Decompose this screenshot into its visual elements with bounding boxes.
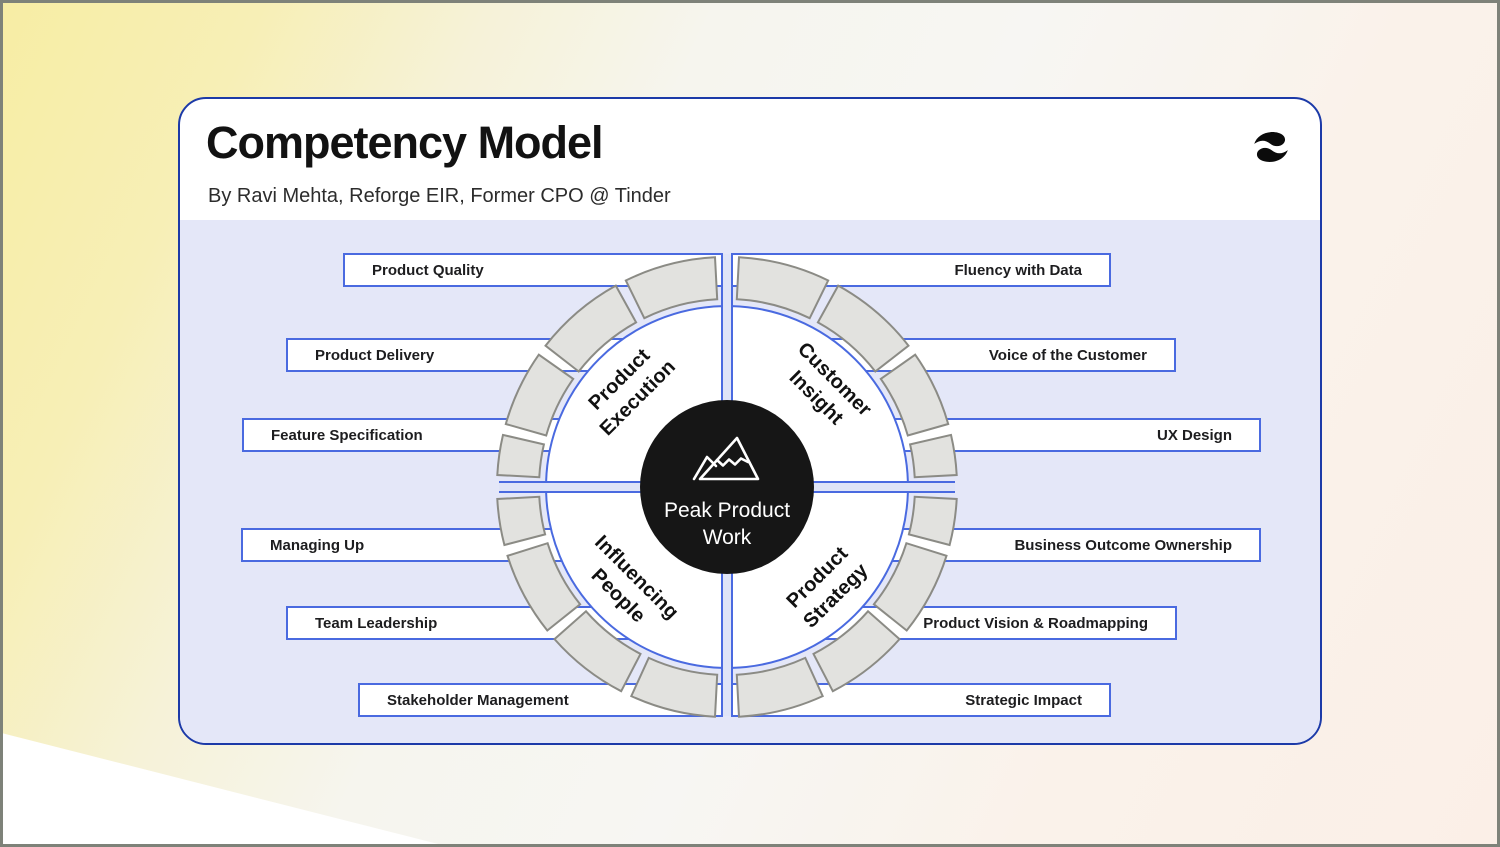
ring-segment [816, 284, 910, 373]
ring-segment [544, 284, 638, 373]
label-strategic-impact: Strategic Impact [965, 692, 1082, 709]
label-stakeholder-management: Stakeholder Management [387, 692, 569, 709]
ring-segment [506, 541, 582, 632]
ring-segment [504, 353, 575, 437]
label-feature-specification: Feature Specification [271, 427, 423, 444]
card-header: Competency Model By Ravi Mehta, Reforge … [180, 99, 1320, 219]
label-voice-of-the-customer: Voice of the Customer [989, 347, 1147, 364]
ring-segment [908, 433, 958, 479]
mountain-icon [692, 436, 760, 481]
ring-segment [872, 541, 948, 632]
center-hub: Peak Product Work [640, 400, 814, 574]
competency-wheel-diagram: Peak Product Work Product Execution Cust… [180, 220, 1320, 743]
ring-segment [907, 495, 958, 547]
hub-label-line2: Work [703, 526, 752, 549]
reforge-logo-icon [1254, 132, 1288, 162]
label-ux-design: UX Design [1157, 427, 1232, 444]
ring-segment [812, 609, 901, 693]
label-fluency-with-data: Fluency with Data [954, 262, 1082, 279]
hub-circle [640, 400, 814, 574]
ring-segment [496, 495, 547, 547]
label-product-quality: Product Quality [372, 262, 484, 279]
label-managing-up: Managing Up [270, 537, 364, 554]
ring-segment [553, 609, 642, 693]
page-title: Competency Model [206, 117, 604, 168]
label-product-delivery: Product Delivery [315, 347, 435, 364]
competency-labels: Product Quality Product Delivery Feature… [270, 262, 1232, 709]
ring-segment [879, 353, 950, 437]
hub-label-line1: Peak Product [664, 499, 790, 522]
outer-ring-segments [496, 256, 958, 718]
label-team-leadership: Team Leadership [315, 615, 437, 632]
ring-segment [735, 656, 825, 718]
ring-segment [629, 656, 719, 718]
page-subtitle: By Ravi Mehta, Reforge EIR, Former CPO @… [208, 185, 671, 207]
ring-segment [624, 256, 719, 320]
label-business-outcome-ownership: Business Outcome Ownership [1014, 537, 1232, 554]
ring-segment [496, 433, 546, 479]
competency-model-card: Peak Product Work Product Execution Cust… [178, 97, 1322, 745]
label-product-vision-roadmapping: Product Vision & Roadmapping [923, 615, 1148, 632]
ring-segment [735, 256, 830, 320]
